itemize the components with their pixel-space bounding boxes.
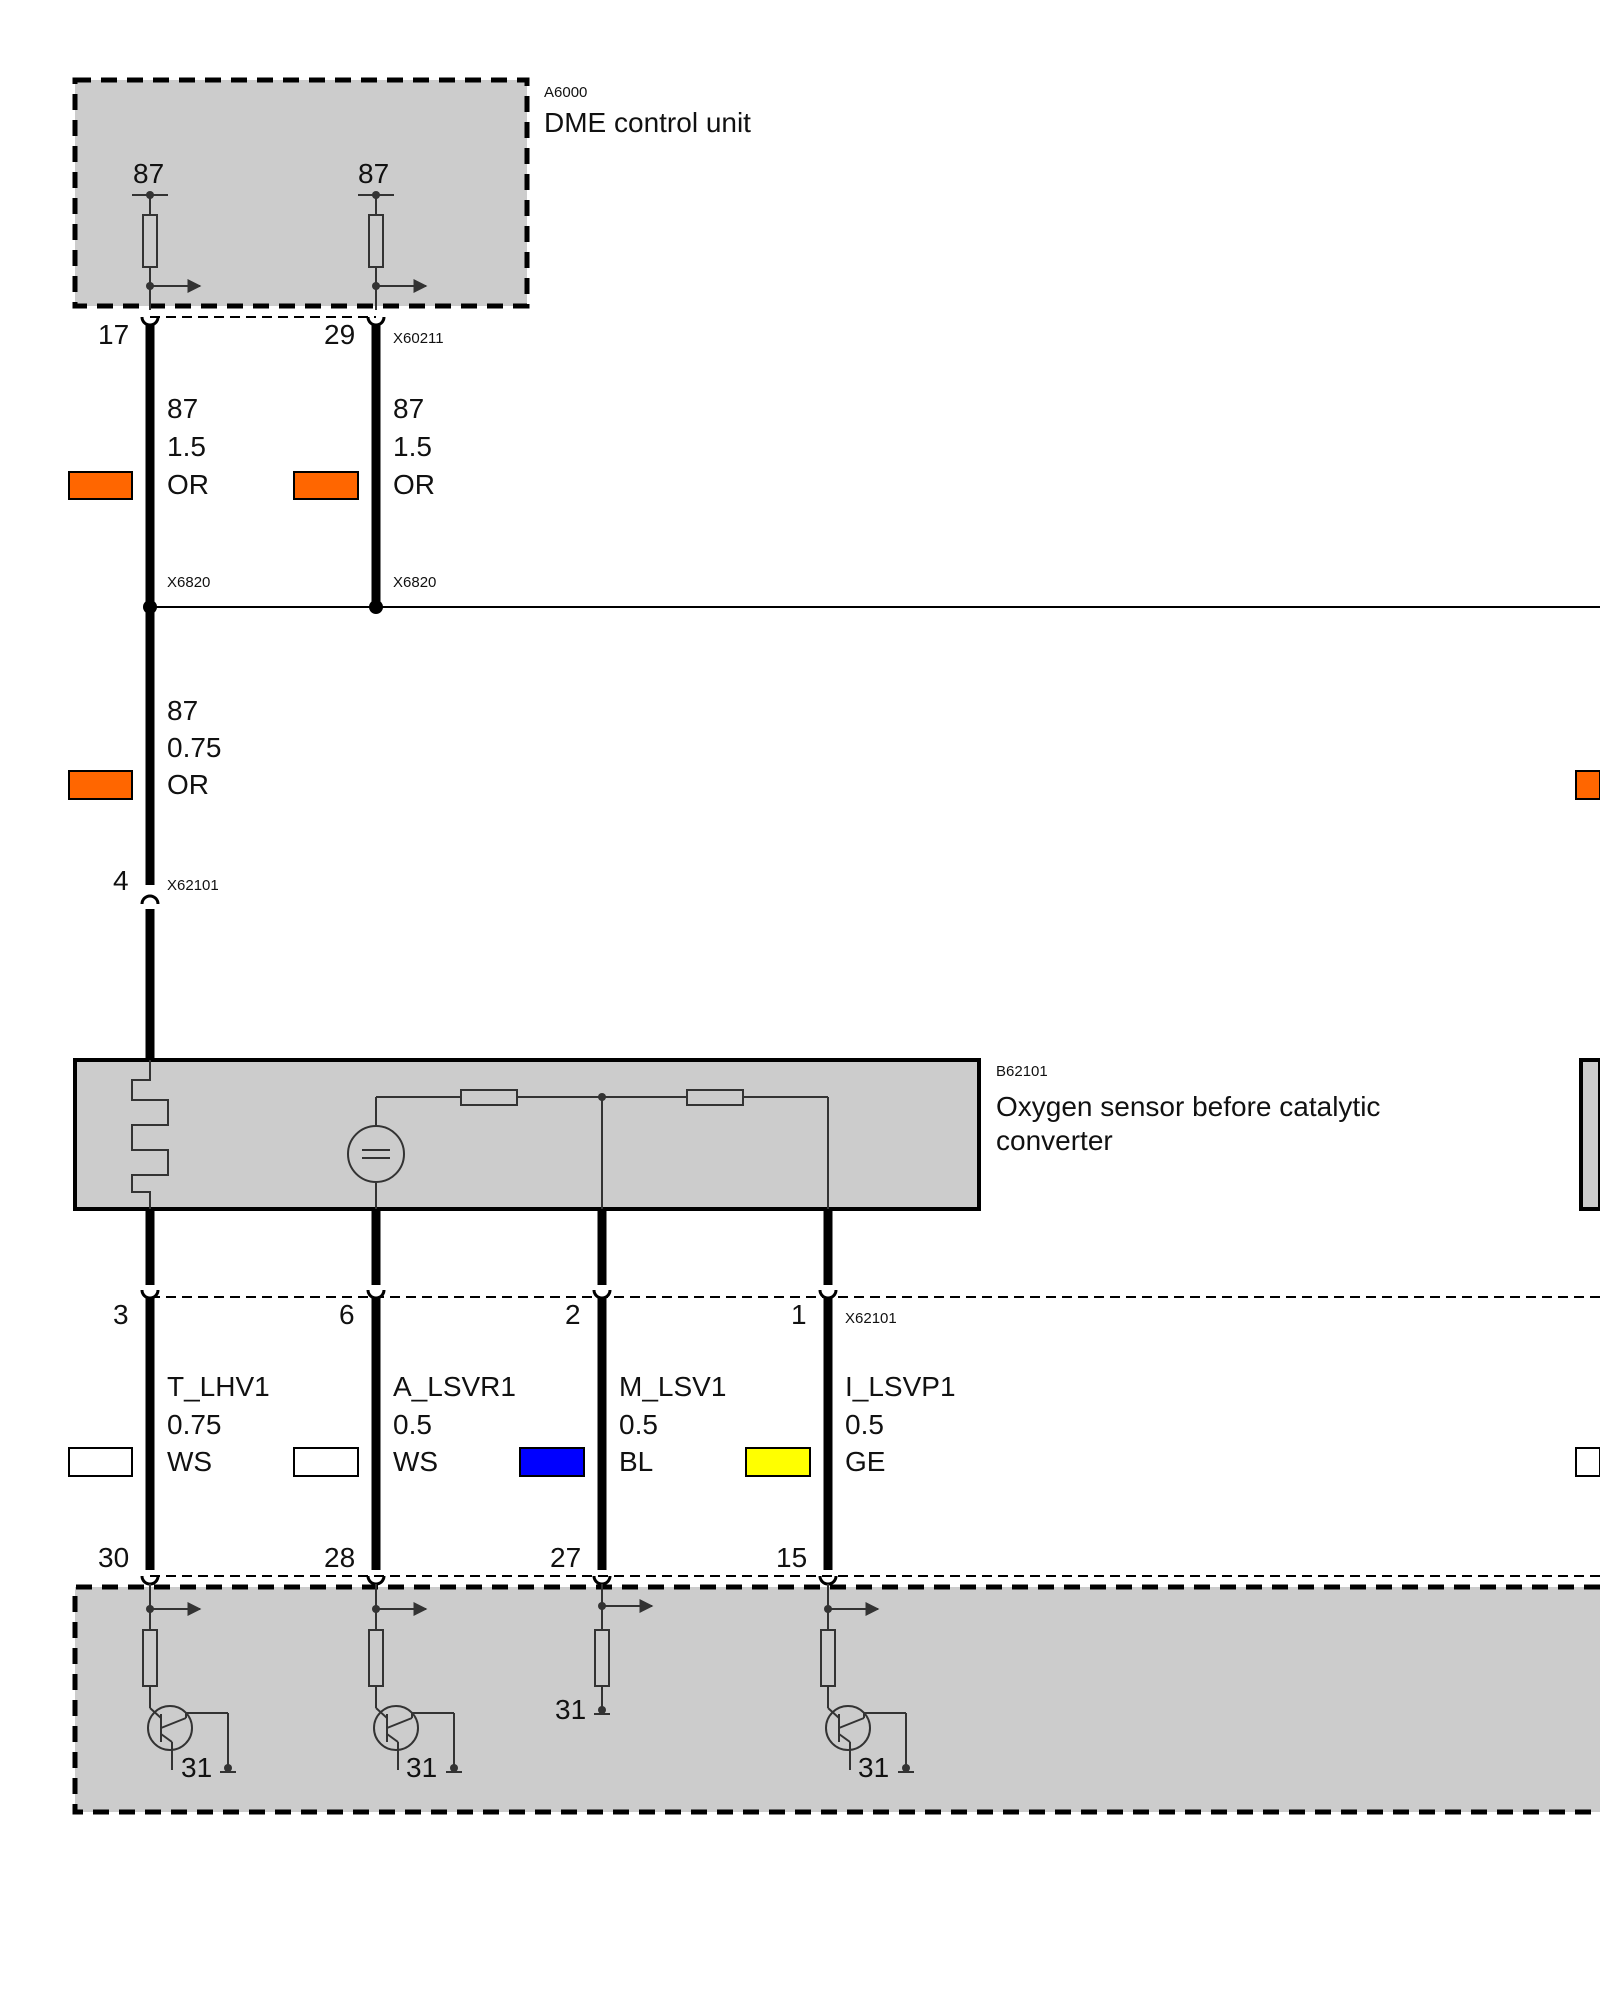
sensor-pin-6: 6 [339, 1299, 355, 1330]
wire-lower-2-signal: A_LSVR1 [393, 1371, 516, 1402]
sensor-cell-circuit [347, 1089, 829, 1209]
dme-bottom-driver-4 [820, 1584, 907, 1770]
pin-29: 29 [324, 319, 355, 350]
pin-4: 4 [113, 865, 129, 896]
connector-x60211: X60211 [393, 330, 444, 347]
wire-lower-1-gauge: 0.75 [167, 1409, 222, 1440]
wire-mid-color: OR [167, 769, 209, 800]
wire-lower-2-color: WS [393, 1446, 438, 1477]
connector-x6820-b: X6820 [393, 574, 436, 591]
wire-lower-3-gauge: 0.5 [619, 1409, 658, 1440]
connector-x6820-a: X6820 [167, 574, 210, 591]
dme-pin-27: 27 [550, 1542, 581, 1573]
wire-lower-1-signal: T_LHV1 [167, 1371, 270, 1402]
wire-upper-2-signal: 87 [393, 393, 424, 424]
wire-lower-3-color: BL [619, 1446, 653, 1477]
dme-top-pin-label-2: 87 [358, 158, 389, 189]
dme-top-pin-label-1: 87 [133, 158, 164, 189]
wire-color-swatch-lower-4 [745, 1447, 811, 1477]
dme-pin-30: 30 [98, 1542, 129, 1573]
wire-color-swatch-upper-2 [293, 471, 359, 500]
connector-x62101-top: X62101 [167, 877, 219, 894]
wire-mid-gauge: 0.75 [167, 732, 222, 763]
wire-upper-1-color: OR [167, 469, 209, 500]
ground-label-3: 31 [555, 1694, 586, 1725]
sensor-pin-2: 2 [565, 1299, 581, 1330]
wire-upper-1-signal: 87 [167, 393, 198, 424]
wire-lower-2-gauge: 0.5 [393, 1409, 432, 1440]
dme-control-unit-top[interactable] [72, 77, 530, 309]
dme-control-unit-bottom[interactable] [72, 1584, 1600, 1815]
dme-pin-15: 15 [776, 1542, 807, 1573]
dme-bottom-driver-2 [368, 1584, 455, 1770]
dme-bottom-driver-1 [142, 1584, 229, 1770]
wire-lower-4-color: GE [845, 1446, 885, 1477]
ground-label-2: 31 [406, 1752, 437, 1783]
wire-color-swatch-lower-2 [293, 1447, 359, 1477]
sensor-title-line2: converter [996, 1125, 1113, 1156]
ground-label-4: 31 [858, 1752, 889, 1783]
second-sensor-box-edge [1579, 1058, 1600, 1211]
wire-upper-2-gauge: 1.5 [393, 431, 432, 462]
dme-top-title: DME control unit [544, 107, 751, 138]
sensor-title-line1: Oxygen sensor before catalytic [996, 1091, 1380, 1122]
sensor-code: B62101 [996, 1063, 1048, 1080]
oxygen-sensor-box[interactable] [73, 1058, 981, 1211]
connector-x62101-bottom: X62101 [845, 1310, 897, 1327]
wire-color-swatch-right-edge-1 [1575, 770, 1600, 800]
ground-label-1: 31 [181, 1752, 212, 1783]
wire-color-swatch-lower-1 [68, 1447, 133, 1477]
dme-pin-28: 28 [324, 1542, 355, 1573]
pin-17: 17 [98, 319, 129, 350]
wire-lower-4-signal: I_LSVP1 [845, 1371, 956, 1402]
wire-lower-3-signal: M_LSV1 [619, 1371, 726, 1402]
wire-lower-1-color: WS [167, 1446, 212, 1477]
wire-mid-signal: 87 [167, 695, 198, 726]
wire-upper-1-gauge: 1.5 [167, 431, 206, 462]
wire-color-swatch-upper-1 [68, 471, 133, 500]
wire-color-swatch-right-edge-2 [1575, 1447, 1600, 1477]
sensor-pin-3: 3 [113, 1299, 129, 1330]
heater-element [131, 1060, 169, 1209]
wire-color-swatch-mid [68, 770, 133, 800]
wire-lower-4-gauge: 0.5 [845, 1409, 884, 1440]
wire-upper-2-color: OR [393, 469, 435, 500]
dme-top-code: A6000 [544, 84, 587, 101]
sensor-pin-1: 1 [791, 1299, 807, 1330]
splice-node-2 [369, 600, 383, 614]
wire-color-swatch-lower-3 [519, 1447, 585, 1477]
